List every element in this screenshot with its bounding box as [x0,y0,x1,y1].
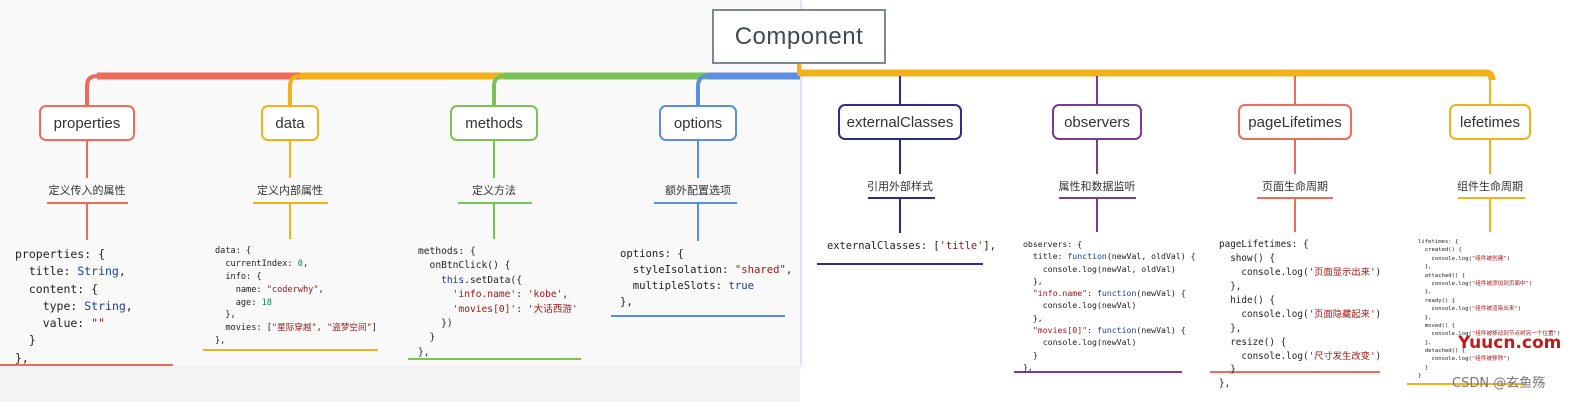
desc-observers: 属性和数据监听 [1058,180,1136,193]
desc-pageLifetimes: 页面生命周期 [1262,180,1328,193]
node-options: options [659,105,737,141]
properties-connector [85,74,99,107]
desc-lefetimes: 组件生命周期 [1457,180,1523,193]
yuucn-watermark: Yuucn.com [1458,333,1562,353]
right-trunk-end [1485,69,1496,81]
code-pageLifetimes: pageLifetimes: { show() { console.log('页… [1219,239,1382,390]
code-lefetimes: lifetimes: { created() { console.log("组件… [1418,239,1561,380]
left-screenshot-panel [0,0,800,366]
desc-methods: 定义方法 [472,184,516,197]
node-lefetimes: lefetimes [1449,104,1531,140]
node-methods: methods [450,105,538,141]
code-observers: observers: { title: function(newVal, old… [1023,239,1196,372]
code-properties: properties: { title: String, content: { … [15,247,133,365]
code-methods: methods: { onBtnClick() { this.setData({… [418,246,578,358]
options-connector [696,74,710,107]
node-observers: observers [1052,104,1142,140]
node-data: data [261,105,319,141]
desc-options: 额外配置选项 [665,184,731,197]
root-node: Component [712,9,886,64]
node-pageLifetimes: pageLifetimes [1238,104,1352,140]
code-data: data: { currentIndex: 0, info: { name: "… [215,246,377,347]
desc-data: 定义内部属性 [257,184,323,197]
csdn-watermark: CSDN @玄鱼殇 [1452,376,1546,391]
background-strip [0,366,800,402]
desc-externalClasses: 引用外部样式 [867,180,933,193]
desc-properties: 定义传入的属性 [48,184,126,197]
data-connector [288,74,302,107]
code-options: options: { styleIsolation: "shared", mul… [620,248,793,308]
node-properties: properties [39,105,135,141]
methods-connector [492,74,506,107]
node-externalClasses: externalClasses [838,104,962,140]
code-externalClasses: externalClasses: ['title'], [827,240,996,252]
